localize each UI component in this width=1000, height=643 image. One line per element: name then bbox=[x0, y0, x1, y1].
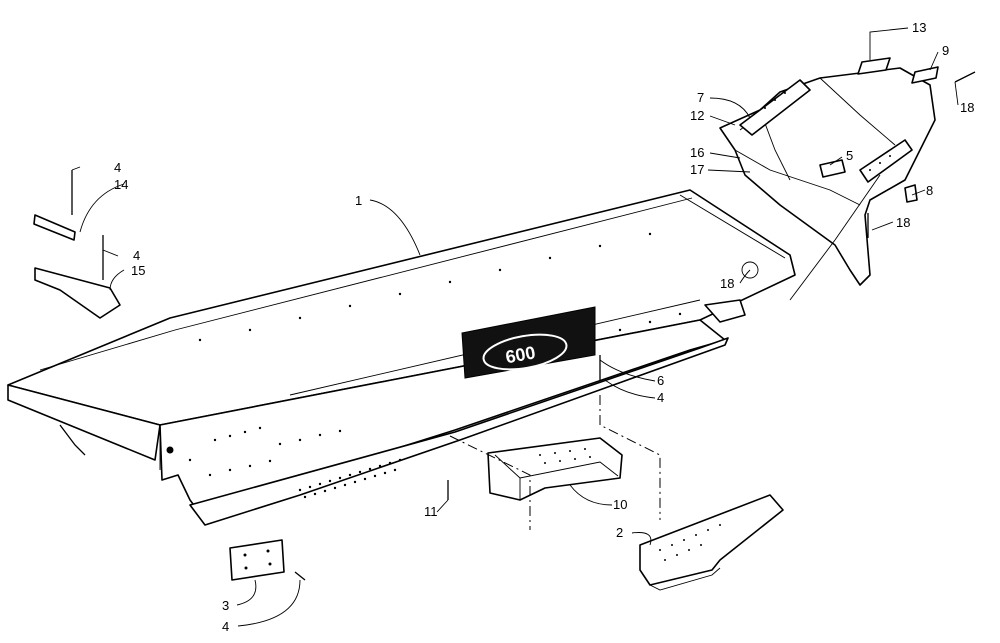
callout-3: 3 bbox=[222, 598, 229, 613]
callout-4: 4 bbox=[657, 390, 664, 405]
callout-4: 4 bbox=[133, 248, 140, 263]
callout-18: 18 bbox=[720, 276, 734, 291]
tunnel-part: 600 bbox=[7, 189, 796, 526]
alignment-lines bbox=[449, 174, 881, 530]
callout-labels: 1 2 3 4 4 4 4 5 6 7 8 9 10 11 12 13 14 1… bbox=[114, 20, 974, 634]
brackets-14-15 bbox=[33, 170, 121, 319]
tunnel-perforations bbox=[166, 232, 682, 499]
callout-16: 16 bbox=[690, 145, 704, 160]
callout-14: 14 bbox=[114, 177, 128, 192]
callout-18: 18 bbox=[960, 100, 974, 115]
callout-18: 18 bbox=[896, 215, 910, 230]
callout-7: 7 bbox=[697, 90, 704, 105]
callout-6: 6 bbox=[657, 373, 664, 388]
bracket-part bbox=[639, 494, 784, 591]
plate-part bbox=[229, 539, 285, 581]
callout-5: 5 bbox=[846, 148, 853, 163]
emblem-decal bbox=[461, 306, 596, 379]
callout-13: 13 bbox=[912, 20, 926, 35]
fasteners bbox=[294, 355, 601, 581]
callout-17: 17 bbox=[690, 162, 704, 177]
footrest-part bbox=[487, 437, 623, 501]
callout-8: 8 bbox=[926, 183, 933, 198]
callout-10: 10 bbox=[613, 497, 627, 512]
callout-11: 11 bbox=[424, 504, 438, 519]
callout-4: 4 bbox=[222, 619, 229, 634]
callout-12: 12 bbox=[690, 108, 704, 123]
callout-2: 2 bbox=[616, 525, 623, 540]
callout-1: 1 bbox=[355, 193, 362, 208]
callout-15: 15 bbox=[131, 263, 145, 278]
leader-lines bbox=[71, 27, 959, 627]
callout-4: 4 bbox=[114, 160, 121, 175]
rear-bumper-part bbox=[719, 57, 976, 286]
callout-9: 9 bbox=[942, 43, 949, 58]
